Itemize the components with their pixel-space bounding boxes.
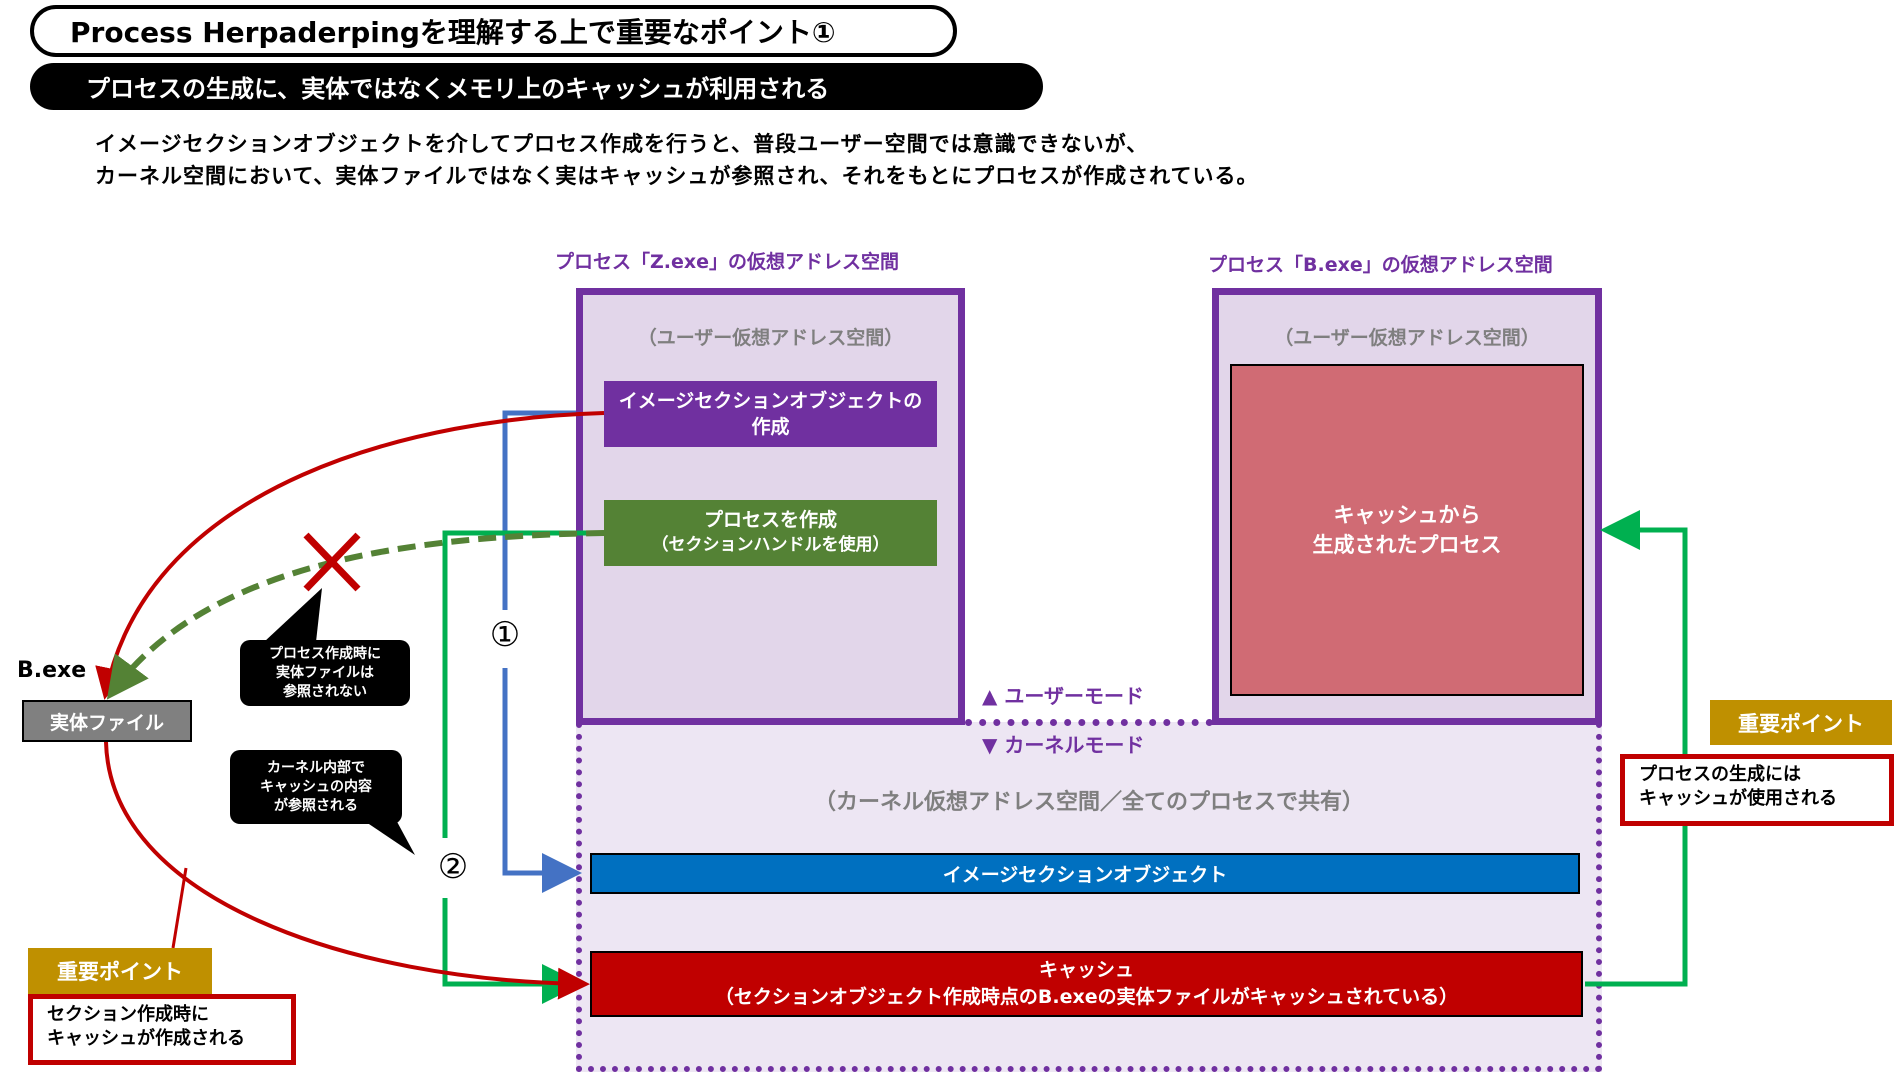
generated-process-line-1: キャッシュから [1333, 503, 1481, 527]
step-1-badge: ① [484, 616, 526, 654]
important-right-box: プロセスの生成には キャッシュが使用される [1620, 754, 1894, 826]
kernel-mode-label: ▼ カーネルモード [982, 733, 1145, 757]
important-left-leader [171, 867, 188, 949]
generated-process-line-2: 生成されたプロセス [1312, 533, 1502, 557]
process-b-user-space-label: （ユーザー仮想アドレス空間） [1274, 327, 1540, 349]
cache-bar: キャッシュ （セクションオブジェクト作成時点のB.exeの実体ファイルがキャッシ… [590, 951, 1583, 1017]
callout-cache-referenced: カーネル内部で キャッシュの内容 が参照される [230, 750, 402, 824]
callout-not-referenced-line-2: 実体ファイルは [276, 664, 374, 681]
callout-cache-referenced-line-1: カーネル内部で [267, 759, 365, 776]
user-mode-label: ▲ ユーザーモード [982, 684, 1144, 708]
description-line-1: イメージセクションオブジェクトを介してプロセス作成を行うと、普段ユーザー空間では… [95, 132, 1149, 156]
file-name-label: B.exe [17, 658, 87, 683]
create-process-sublabel: （セクションハンドルを使用） [651, 535, 890, 555]
kernel-address-space [576, 722, 1602, 1072]
image-section-object-bar: イメージセクションオブジェクト [590, 853, 1580, 894]
process-b-title: プロセス「B.exe」の仮想アドレス空間 [1208, 254, 1553, 276]
image-section-object-label: イメージセクションオブジェクト [942, 864, 1228, 886]
not-referenced-x-icon [303, 532, 361, 592]
page-title: Process Herpaderpingを理解する上で重要なポイント① [30, 5, 957, 57]
process-z-title: プロセス「Z.exe」の仮想アドレス空間 [555, 251, 900, 273]
description-line-2: カーネル空間において、実体ファイルではなく実はキャッシュが参照され、それをもとに… [95, 164, 1259, 188]
create-process-box: プロセスを作成 （セクションハンドルを使用） [604, 500, 937, 566]
page-subtitle: プロセスの生成に、実体ではなくメモリ上のキャッシュが利用される [30, 63, 1043, 110]
create-section-object-label: イメージセクションオブジェクトの作成 [618, 390, 923, 438]
process-z-user-space-label: （ユーザー仮想アドレス空間） [637, 327, 904, 349]
callout-not-referenced: プロセス作成時に 実体ファイルは 参照されない [240, 640, 410, 706]
important-left-line-2: キャッシュが作成される [47, 1028, 245, 1049]
mode-divider [965, 719, 1213, 726]
important-left-line-1: セクション作成時に [47, 1004, 209, 1025]
important-right-line-1: プロセスの生成には [1639, 764, 1801, 785]
create-section-object-box: イメージセクションオブジェクトの作成 [604, 381, 937, 447]
cache-description: （セクションオブジェクト作成時点のB.exeの実体ファイルがキャッシュされている… [714, 986, 1459, 1008]
step-2-badge: ② [432, 848, 474, 886]
callout-not-referenced-tail [264, 588, 322, 642]
important-left-box: セクション作成時に キャッシュが作成される [28, 994, 296, 1065]
callout-not-referenced-line-1: プロセス作成時に [269, 645, 381, 662]
description: イメージセクションオブジェクトを介してプロセス作成を行うと、普段ユーザー空間では… [95, 128, 1258, 192]
kernel-space-label: （カーネル仮想アドレス空間／全てのプロセスで共有） [813, 790, 1364, 815]
real-file-box: 実体ファイル [22, 700, 192, 742]
callout-cache-referenced-line-3: が参照される [274, 797, 358, 814]
cache-label: キャッシュ [1038, 959, 1134, 981]
create-process-label: プロセスを作成 [703, 509, 837, 531]
important-right-line-2: キャッシュが使用される [1639, 788, 1837, 809]
generated-process-box: キャッシュから 生成されたプロセス [1230, 364, 1584, 696]
page-title-text: Process Herpaderpingを理解する上で重要なポイント① [70, 16, 836, 49]
callout-not-referenced-line-3: 参照されない [283, 683, 367, 700]
page-subtitle-text: プロセスの生成に、実体ではなくメモリ上のキャッシュが利用される [86, 75, 830, 103]
real-file-label: 実体ファイル [49, 711, 164, 734]
important-left-label: 重要ポイント [28, 948, 212, 994]
callout-cache-referenced-line-2: キャッシュの内容 [260, 778, 372, 795]
important-right-label: 重要ポイント [1710, 700, 1892, 745]
